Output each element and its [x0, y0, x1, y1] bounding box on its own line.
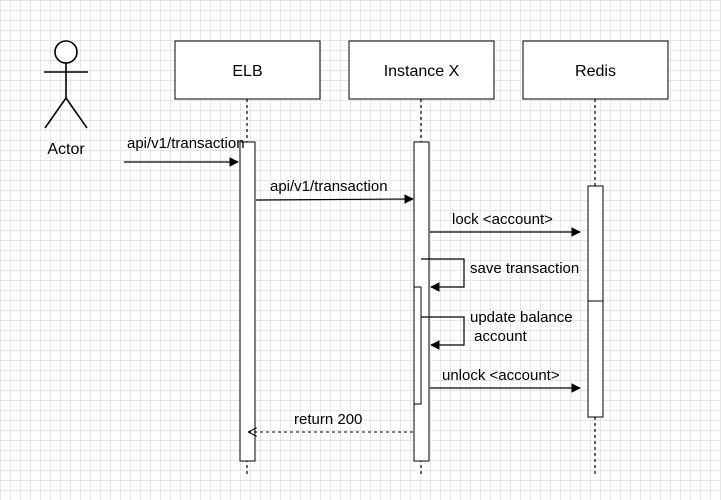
instance-nested-activation: [413, 286, 422, 405]
message-save-transaction: save transaction: [421, 258, 579, 292]
actor-left-leg: [44, 97, 67, 129]
message-update-balance: update balance account: [421, 309, 573, 350]
message-6-label: unlock <account>: [442, 367, 560, 384]
message-5-arrow: [421, 316, 465, 350]
message-lock: lock <account>: [430, 211, 581, 237]
elb-activation: [239, 141, 256, 462]
message-4-label: save transaction: [470, 260, 579, 277]
message-api-request-to-instance: api/v1/transaction: [255, 178, 414, 204]
message-unlock: unlock <account>: [430, 367, 581, 393]
message-7-label: return 200: [294, 411, 362, 428]
participant-instance-label: Instance X: [384, 63, 460, 80]
message-2-arrow: [255, 194, 414, 204]
message-4-arrow: [421, 258, 465, 292]
message-5-label-line-2: account: [470, 328, 528, 345]
actor-right-leg: [65, 97, 88, 129]
message-3-label: lock <account>: [452, 211, 553, 228]
participant-elb-box: [174, 40, 321, 100]
message-return-200: return 200: [249, 411, 413, 432]
participant-elb: ELB: [174, 40, 321, 100]
message-api-request-to-elb: api/v1/transaction: [124, 135, 245, 167]
actor-label: Actor: [47, 141, 85, 158]
participant-redis: Redis: [522, 40, 669, 100]
message-1-label: api/v1/transaction: [127, 135, 245, 152]
participant-elb-label: ELB: [232, 63, 262, 80]
message-5-label-line-1: update balance: [470, 309, 573, 326]
actor-head: [54, 40, 78, 64]
participant-instance: Instance X: [348, 40, 495, 100]
participant-redis-label: Redis: [575, 63, 616, 80]
message-2-label: api/v1/transaction: [270, 178, 388, 195]
participant-instance-box: [348, 40, 495, 100]
actor-figure: Actor: [44, 40, 88, 158]
participant-redis-box: [522, 40, 669, 100]
